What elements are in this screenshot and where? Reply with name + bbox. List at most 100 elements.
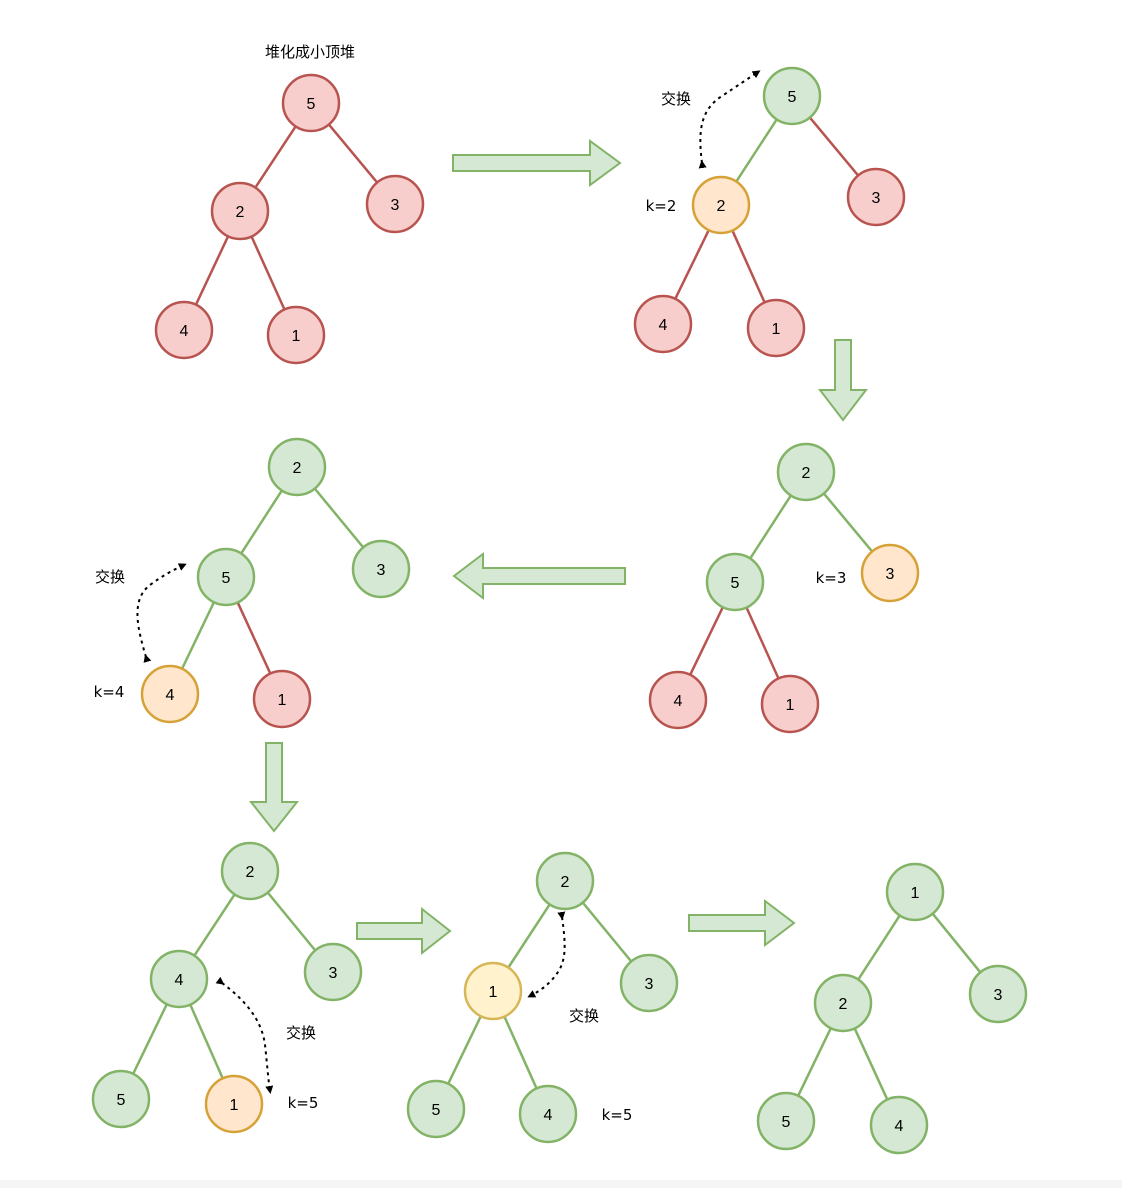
tree-1-initial-node-4: 4 xyxy=(154,300,214,360)
k-label-step3: k=3 xyxy=(816,569,847,587)
tree-6-k5-swap-node-1: 1 xyxy=(463,961,523,1021)
tree-6-k5-swap-node-5: 5 xyxy=(406,1079,466,1139)
node-value: 5 xyxy=(782,1114,791,1131)
diagram-title: 堆化成小顶堆 xyxy=(265,43,355,61)
tree-4-k4-edge-1-4 xyxy=(236,601,272,675)
node-value: 1 xyxy=(786,697,795,714)
footer-bar xyxy=(0,1180,1122,1188)
node-circle xyxy=(619,953,679,1013)
node-circle xyxy=(463,961,523,1021)
tree-6-k5-swap-node-2: 2 xyxy=(535,851,595,911)
tree-2-k2-node-2: 2 xyxy=(691,175,751,235)
node-circle xyxy=(885,862,945,922)
node-value: 2 xyxy=(236,204,245,221)
swap-label-3: 交换 xyxy=(286,1024,316,1042)
node-circle xyxy=(535,851,595,911)
node-circle xyxy=(746,298,806,358)
node-circle xyxy=(252,669,312,729)
node-value: 1 xyxy=(230,1097,239,1114)
tree-3-k3-node-3: 3 xyxy=(860,543,920,603)
tree-3-k3-edge-1-4 xyxy=(745,607,780,679)
node-circle xyxy=(210,181,270,241)
tree-5-k5-node-4: 4 xyxy=(149,949,209,1009)
tree-1-initial-node-1: 1 xyxy=(266,305,326,365)
node-circle xyxy=(869,1095,929,1155)
node-circle xyxy=(756,1091,816,1151)
node-circle xyxy=(154,300,214,360)
tree-7-final-edge-1-3 xyxy=(797,1027,832,1097)
node-value: 4 xyxy=(166,687,175,704)
swap-arrow-3 xyxy=(215,976,274,1094)
flow-arrow-right-2 xyxy=(356,906,452,956)
node-circle xyxy=(196,547,256,607)
node-value: 5 xyxy=(222,570,231,587)
node-value: 4 xyxy=(544,1107,553,1124)
node-value: 2 xyxy=(717,198,726,215)
node-value: 1 xyxy=(292,328,301,345)
tree-2-k2-node-5: 5 xyxy=(762,66,822,126)
node-value: 4 xyxy=(674,693,683,710)
node-circle xyxy=(968,964,1028,1024)
tree-6-k5-swap-edge-1-3 xyxy=(447,1015,482,1085)
node-value: 1 xyxy=(911,885,920,902)
node-value: 5 xyxy=(307,96,316,113)
swap-label-1: 交换 xyxy=(661,90,691,108)
node-circle xyxy=(140,664,200,724)
swap-arrow-4 xyxy=(527,911,566,998)
k-label-step5a: k=5 xyxy=(288,1094,319,1112)
tree-6-k5-swap-node-4: 4 xyxy=(518,1084,578,1144)
tree-1-initial-edge-0-2 xyxy=(327,123,379,184)
tree-7-final-edge-0-2 xyxy=(931,912,982,974)
k-label-step5b: k=5 xyxy=(602,1106,633,1124)
node-circle xyxy=(303,942,363,1002)
tree-3-k3-edge-0-2 xyxy=(822,492,874,553)
tree-3-k3-node-1: 1 xyxy=(760,674,820,734)
tree-5-k5-node-1: 1 xyxy=(204,1074,264,1134)
tree-1-initial-node-5: 5 xyxy=(281,73,341,133)
tree-1-initial-edge-0-1 xyxy=(254,125,297,189)
node-value: 3 xyxy=(329,965,338,982)
tree-5-k5-edge-0-2 xyxy=(266,891,317,952)
node-value: 4 xyxy=(175,972,184,989)
tree-7-final-node-1: 1 xyxy=(885,862,945,922)
node-value: 5 xyxy=(731,575,740,592)
node-circle xyxy=(860,543,920,603)
flow-arrow-down-1 xyxy=(817,339,869,422)
node-value: 1 xyxy=(278,692,287,709)
tree-7-final-node-2: 2 xyxy=(813,973,873,1033)
tree-1-initial-node-2: 2 xyxy=(210,181,270,241)
tree-7-final-node-5: 5 xyxy=(756,1091,816,1151)
tree-6-k5-swap-node-3: 3 xyxy=(619,953,679,1013)
tree-7-final-node-4: 4 xyxy=(869,1095,929,1155)
node-circle xyxy=(648,670,708,730)
node-value: 5 xyxy=(788,89,797,106)
node-circle xyxy=(776,442,836,502)
flow-arrow-down-2 xyxy=(248,742,300,833)
tree-6-k5-swap-edge-1-4 xyxy=(503,1016,538,1089)
node-circle xyxy=(91,1069,151,1129)
k-label-step4: k=4 xyxy=(94,683,125,701)
node-value: 1 xyxy=(772,321,781,338)
node-value: 2 xyxy=(246,864,255,881)
node-circle xyxy=(705,552,765,612)
tree-5-k5-node-2: 2 xyxy=(220,841,280,901)
tree-5-k5-node-3: 3 xyxy=(303,942,363,1002)
tree-3-k3-edge-0-1 xyxy=(749,494,792,560)
swap-arrow-2 xyxy=(136,563,187,663)
tree-1-initial-edge-1-3 xyxy=(194,235,230,306)
swap-label-4: 交换 xyxy=(569,1007,599,1025)
flow-arrow-left-1 xyxy=(452,551,626,601)
node-value: 3 xyxy=(886,566,895,583)
node-value: 3 xyxy=(872,190,881,207)
tree-2-k2-node-1: 1 xyxy=(746,298,806,358)
tree-4-k4-node-2: 2 xyxy=(267,437,327,497)
node-value: 4 xyxy=(895,1118,904,1135)
node-circle xyxy=(762,66,822,126)
tree-5-k5-edge-1-4 xyxy=(189,1004,224,1079)
tree-3-k3-node-5: 5 xyxy=(705,552,765,612)
tree-4-k4-edge-0-1 xyxy=(240,489,283,555)
tree-4-k4-edge-0-2 xyxy=(313,487,365,549)
tree-2-k2-node-4: 4 xyxy=(633,294,693,354)
node-value: 3 xyxy=(377,562,386,579)
